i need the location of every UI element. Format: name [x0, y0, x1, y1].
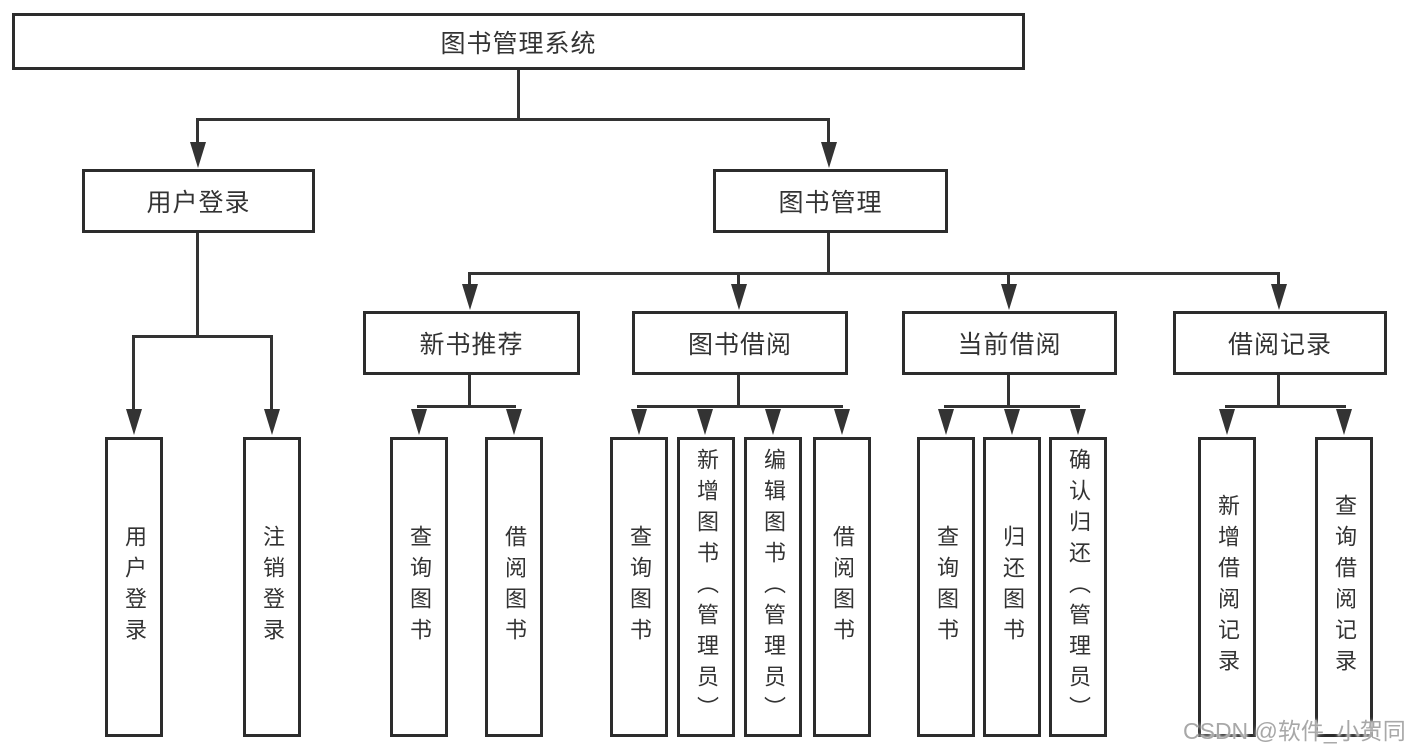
node-bb-add-book-admin: 新增图书（管理员）	[677, 437, 735, 737]
connector-line	[1007, 375, 1010, 405]
node-label: 归还图书	[1000, 525, 1025, 649]
arrowhead-down-icon	[731, 284, 747, 310]
arrowhead-down-icon	[462, 284, 478, 310]
node-label: 借阅记录	[1227, 331, 1332, 359]
connector-line	[1007, 272, 1010, 286]
node-bb-edit-book-admin: 编辑图书（管理员）	[744, 437, 802, 737]
node-logout-action: 注销登录	[243, 437, 301, 737]
arrowhead-down-icon	[1271, 284, 1287, 310]
node-nbr-borrow-books: 借阅图书	[485, 437, 543, 737]
node-label: 新增图书（管理员）	[694, 447, 719, 727]
arrowhead-down-icon	[1070, 409, 1086, 435]
connector-line	[1225, 405, 1346, 408]
node-label: 用户登录	[146, 189, 251, 217]
connector-line	[132, 335, 135, 411]
arrowhead-down-icon	[631, 409, 647, 435]
node-label: 查询借阅记录	[1332, 494, 1357, 680]
connector-line	[196, 118, 199, 144]
connector-line	[737, 272, 740, 286]
node-library-management-system: 图书管理系统	[12, 13, 1025, 70]
node-label: 确认归还（管理员）	[1066, 447, 1091, 727]
node-label: 图书借阅	[687, 331, 792, 359]
node-user-login-action: 用户登录	[105, 437, 163, 737]
node-current-borrowing: 当前借阅	[902, 311, 1117, 375]
arrowhead-down-icon	[938, 409, 954, 435]
node-cb-confirm-return-admin: 确认归还（管理员）	[1049, 437, 1107, 737]
node-label: 注销登录	[260, 525, 285, 649]
node-cb-query-books: 查询图书	[917, 437, 975, 737]
arrowhead-down-icon	[506, 409, 522, 435]
node-br-query-borrow-record: 查询借阅记录	[1315, 437, 1373, 737]
node-label: 图书管理	[778, 189, 883, 217]
node-label: 查询图书	[934, 525, 959, 649]
node-label: 借阅图书	[502, 525, 527, 649]
connector-line	[468, 272, 471, 286]
connector-line	[637, 405, 843, 408]
connector-line	[517, 70, 520, 118]
node-cb-return-books: 归还图书	[983, 437, 1041, 737]
arrowhead-down-icon	[821, 142, 837, 168]
node-bb-borrow-books: 借阅图书	[813, 437, 871, 737]
csdn-watermark: CSDN @软件_小贺同学	[1183, 718, 1405, 744]
node-label: 查询图书	[407, 525, 432, 649]
connector-line	[196, 233, 199, 335]
arrowhead-down-icon	[1004, 409, 1020, 435]
connector-line	[417, 405, 516, 408]
arrowhead-down-icon	[1336, 409, 1352, 435]
arrowhead-down-icon	[834, 409, 850, 435]
node-bb-query-books: 查询图书	[610, 437, 668, 737]
node-label: 借阅图书	[830, 525, 855, 649]
node-new-book-recommendation: 新书推荐	[363, 311, 580, 375]
connector-line	[827, 233, 830, 272]
node-book-management: 图书管理	[713, 169, 948, 233]
arrowhead-down-icon	[264, 409, 280, 435]
node-label: 当前借阅	[957, 331, 1062, 359]
connector-line	[270, 335, 273, 411]
node-label: 新增借阅记录	[1215, 494, 1240, 680]
connector-line	[468, 375, 471, 405]
arrowhead-down-icon	[190, 142, 206, 168]
connector-line	[1277, 375, 1280, 405]
node-nbr-query-books: 查询图书	[390, 437, 448, 737]
node-br-add-borrow-record: 新增借阅记录	[1198, 437, 1256, 737]
node-label: 编辑图书（管理员）	[761, 447, 786, 727]
node-label: 查询图书	[627, 525, 652, 649]
node-label: 用户登录	[122, 525, 147, 649]
arrowhead-down-icon	[1001, 284, 1017, 310]
connector-line	[1277, 272, 1280, 286]
node-borrowing-records: 借阅记录	[1173, 311, 1387, 375]
connector-line	[468, 272, 1280, 275]
arrowhead-down-icon	[1219, 409, 1235, 435]
connector-line	[827, 118, 830, 144]
connector-line	[132, 335, 273, 338]
connector-line	[196, 118, 830, 121]
connector-line	[944, 405, 1080, 408]
arrowhead-down-icon	[697, 409, 713, 435]
connector-line	[737, 375, 740, 405]
node-label: 图书管理系统	[440, 29, 597, 58]
arrowhead-down-icon	[765, 409, 781, 435]
node-user-login: 用户登录	[82, 169, 315, 233]
node-book-borrowing: 图书借阅	[632, 311, 848, 375]
arrowhead-down-icon	[411, 409, 427, 435]
node-label: 新书推荐	[419, 331, 524, 359]
arrowhead-down-icon	[126, 409, 142, 435]
